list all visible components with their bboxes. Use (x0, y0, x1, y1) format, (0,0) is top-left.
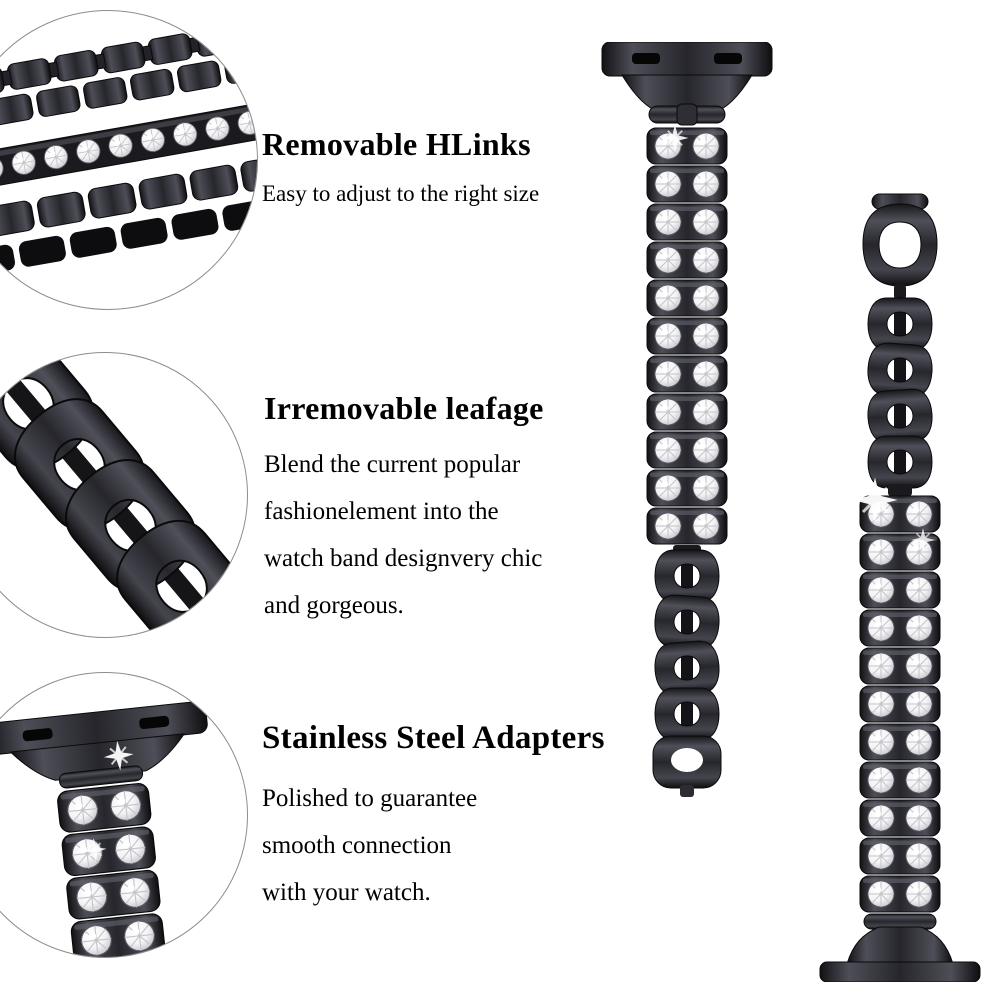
watch-band-back-illustration (819, 193, 981, 982)
feature-body-line: Easy to adjust to the right size (262, 181, 540, 206)
feature-body-line: fashionelement into the (264, 498, 499, 525)
feature-heading: Stainless Steel Adapters (262, 720, 605, 756)
adapter-closeup-illustration (0, 701, 208, 957)
feature-section-irremovable-leafage: Irremovable leafage Blend the current po… (264, 390, 544, 629)
feature-body: Polished to guarantee smooth connection … (262, 775, 605, 916)
feature-body-line: smooth connection (262, 832, 452, 859)
feature-body-line: Polished to guarantee (262, 785, 478, 812)
feature-section-stainless-adapters: Stainless Steel Adapters Polished to gua… (262, 720, 605, 916)
detail-circle-removable-links (0, 10, 258, 310)
watch-band-front-illustration (601, 42, 773, 797)
feature-heading: Removable HLinks (262, 126, 531, 162)
watch-band-back-image (795, 192, 1000, 982)
detail-circle-chain-links (0, 352, 248, 638)
feature-body-line: Blend the current popular (264, 451, 521, 478)
feature-section-removable-links: Removable HLinks Easy to adjust to the r… (262, 126, 539, 207)
watch-band-front-image (575, 42, 800, 797)
feature-body: Blend the current popular fashionelement… (264, 441, 544, 629)
feature-body-line: with your watch. (262, 879, 431, 906)
feature-heading: Irremovable leafage (264, 390, 544, 426)
detail-circle-adapter (0, 672, 248, 958)
chain-links-closeup-illustration (0, 353, 247, 637)
feature-body-line: and gorgeous. (264, 592, 404, 619)
removable-links-closeup-illustration (0, 16, 257, 276)
feature-body-line: watch band designvery chic (264, 545, 543, 572)
